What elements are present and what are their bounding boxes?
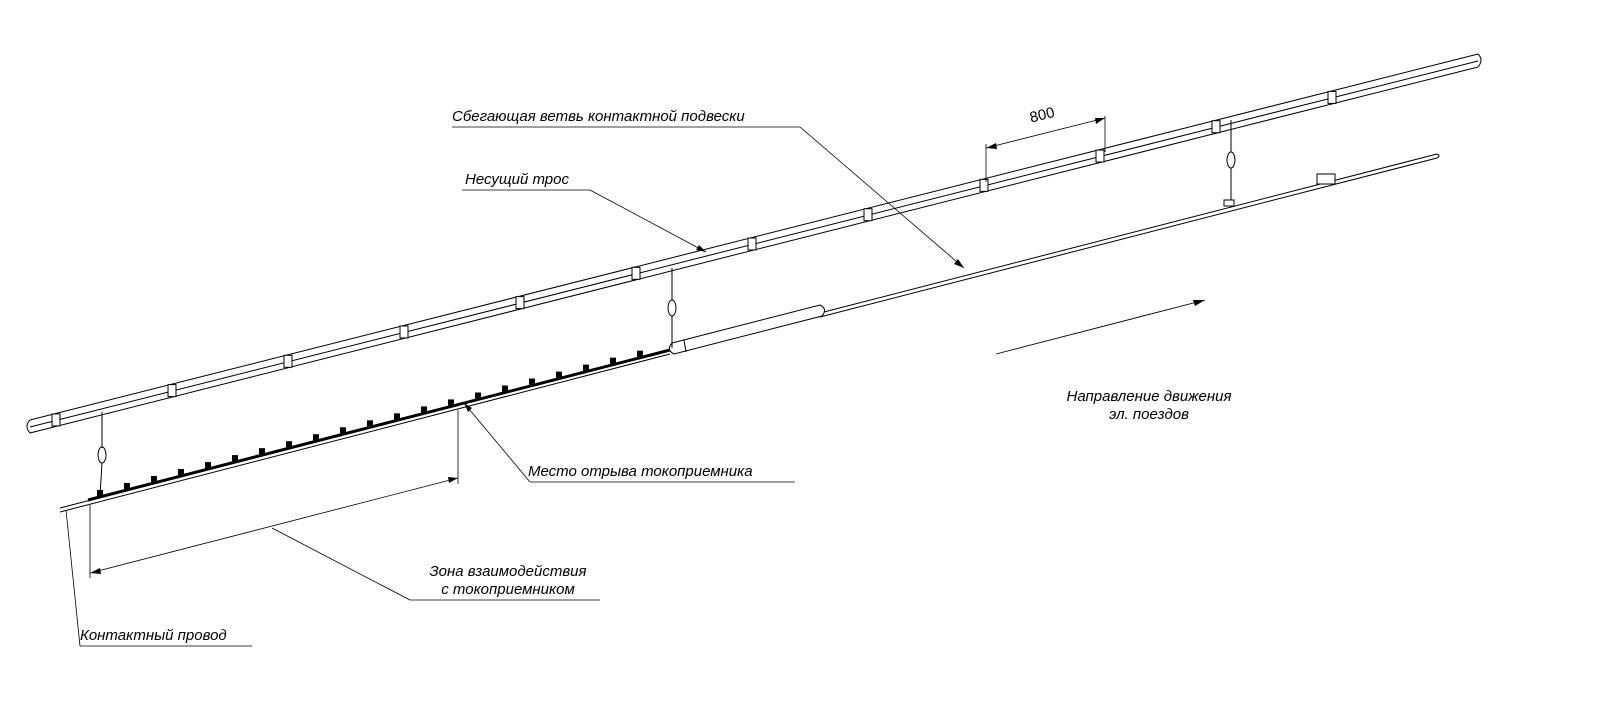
- contact-clamp: [637, 350, 643, 357]
- contact-clamp: [178, 469, 184, 476]
- messenger-clamp: [399, 325, 409, 339]
- contact-clamp: [232, 455, 238, 462]
- contact-clamp: [313, 434, 319, 441]
- label-detachment-point: Место отрыва токоприемника: [528, 463, 753, 480]
- label-trailing-branch: Сбегающая ветвь контактной подвески: [452, 108, 745, 125]
- contact-clamp: [610, 357, 616, 364]
- contact-clamp: [502, 385, 508, 392]
- label-direction-line1: Направление движения: [1066, 388, 1232, 405]
- contact-clamp: [556, 371, 562, 378]
- contact-clamp: [259, 448, 265, 455]
- sleeve-section: [668, 304, 826, 355]
- direction-arrow: [995, 299, 1206, 355]
- label-interaction-zone: Зона взаимодействия с токоприемником: [408, 563, 608, 599]
- contact-clamp: [475, 392, 481, 399]
- contact-clamp: [583, 364, 589, 371]
- contact-clamp: [124, 482, 130, 489]
- label-interaction-zone-line1: Зона взаимодействия: [429, 563, 587, 580]
- messenger-clamp: [631, 266, 641, 280]
- leader-lines: [65, 116, 1106, 647]
- messenger-clamps: [51, 90, 1337, 427]
- contact-wire-clamps: [97, 350, 643, 496]
- contact-clamp: [394, 413, 400, 420]
- messenger-clamp: [167, 384, 177, 398]
- messenger-clamp: [515, 296, 525, 310]
- label-contact-wire: Контактный провод: [80, 627, 227, 644]
- contact-clamp: [529, 378, 535, 385]
- messenger-clamp: [1211, 120, 1221, 134]
- interaction-zone-wire: [87, 348, 671, 502]
- messenger-clamp: [863, 208, 873, 222]
- contact-clamp: [151, 475, 157, 482]
- contact-clamp: [340, 427, 346, 434]
- messenger-clamp: [979, 178, 989, 192]
- label-direction: Направление движения эл. поездов: [1044, 388, 1254, 424]
- contact-clamp: [205, 462, 211, 469]
- label-messenger-wire: Несущий трос: [465, 171, 569, 188]
- label-interaction-zone-line2: с токоприемником: [441, 581, 575, 598]
- messenger-clamp: [1327, 90, 1337, 104]
- droppers: [97, 120, 1336, 497]
- messenger-clamp: [283, 354, 293, 368]
- contact-clamp: [367, 420, 373, 427]
- contact-clamp: [286, 441, 292, 448]
- arrowheads: [90, 118, 1105, 574]
- messenger-clamp: [1095, 149, 1105, 163]
- messenger-clamp: [747, 237, 757, 251]
- messenger-clamp: [51, 413, 61, 427]
- label-direction-line2: эл. поездов: [1109, 406, 1189, 423]
- contact-clamp: [421, 406, 427, 413]
- contact-clamp: [448, 399, 454, 406]
